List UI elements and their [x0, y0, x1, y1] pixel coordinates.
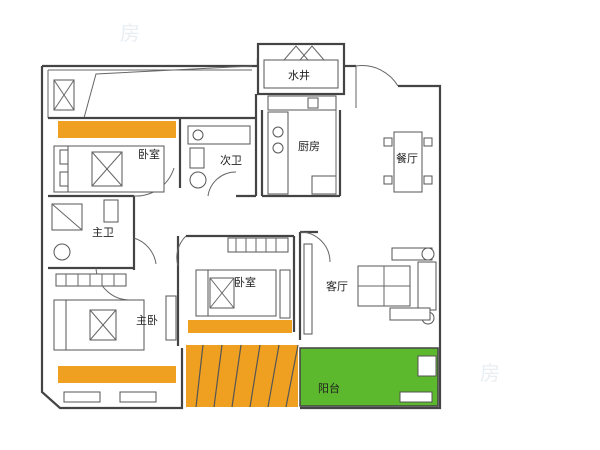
interior-walls [48, 94, 342, 346]
bay-window-strips [186, 344, 299, 408]
second-bath-fixtures [187, 125, 251, 189]
label-main-bath: 主卫 [92, 226, 114, 239]
kitchen-fixtures [267, 95, 337, 196]
label-bedroom-top: 卧室 [138, 147, 160, 161]
water-shaft [263, 59, 339, 89]
main-bath-fixtures [51, 199, 119, 261]
bed-top-bedroom [53, 145, 165, 193]
label-water-shaft: 水井 [288, 68, 310, 82]
living-sofa-set [303, 243, 437, 335]
dining-table [383, 131, 433, 193]
bed-mid-bedroom [195, 237, 291, 319]
bottom-windows [63, 391, 433, 403]
svg-text:房: 房 [120, 21, 140, 45]
svg-text:房: 房 [480, 361, 500, 385]
label-living: 客厅 [326, 279, 348, 293]
label-bedroom-mid: 卧室 [234, 275, 256, 289]
wardrobe-top-bedroom [58, 121, 176, 138]
wardrobe-master-bedroom [58, 366, 176, 383]
door-swings [95, 65, 399, 301]
watermark: 房 房 [120, 21, 500, 385]
label-dining: 餐厅 [396, 151, 418, 165]
bed-master-bedroom [53, 273, 177, 351]
label-kitchen: 厨房 [298, 140, 320, 153]
wardrobe-mid-bedroom [188, 320, 292, 333]
label-master-bedroom: 主卧 [136, 314, 158, 327]
label-balcony: 阳台 [318, 381, 340, 395]
washer [417, 355, 437, 377]
label-second-bath: 次卫 [220, 153, 242, 167]
